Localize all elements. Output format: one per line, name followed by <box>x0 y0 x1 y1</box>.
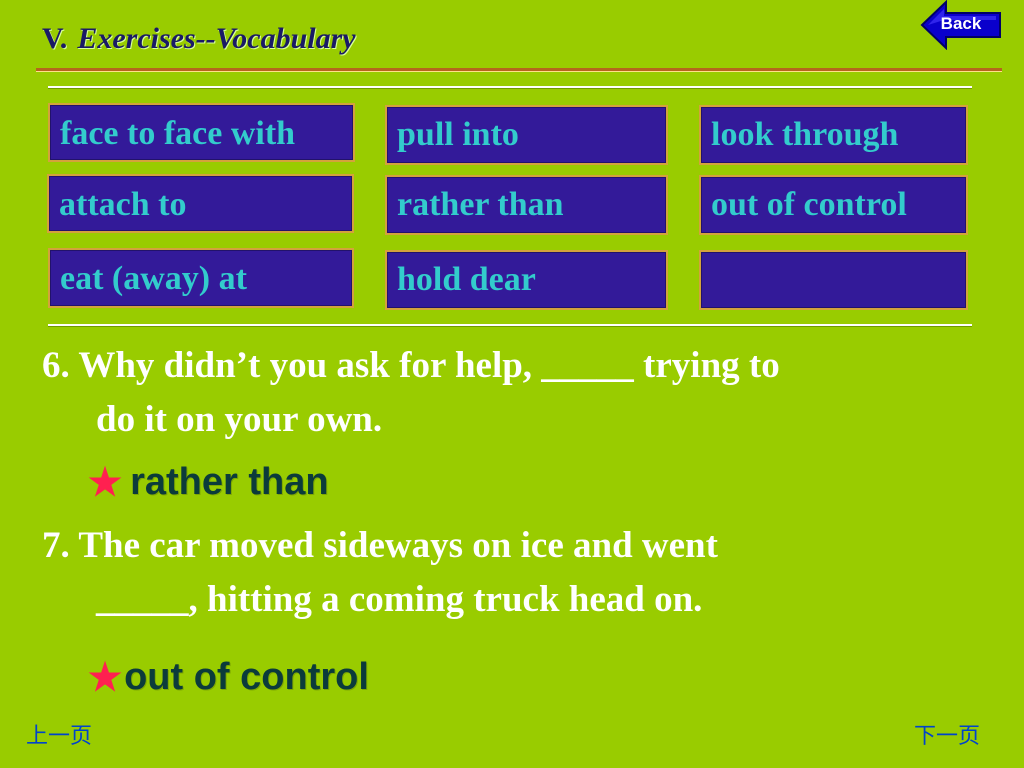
phrase-box[interactable]: pull into <box>385 105 668 165</box>
answer-6: ★ rather than <box>88 460 329 505</box>
phrase-box[interactable]: hold dear <box>385 250 668 310</box>
back-arrow-icon[interactable] <box>920 0 1004 50</box>
question-6-line-2: do it on your own. <box>96 399 383 440</box>
next-page-link[interactable]: 下一页 <box>914 724 981 749</box>
back-button[interactable]: Back <box>940 14 982 33</box>
star-icon: ★ <box>88 462 123 504</box>
phrase-box[interactable]: face to face with <box>48 103 355 162</box>
question-7-line-2: _____, hitting a coming truck head on. <box>96 579 703 620</box>
question-6-line-1: 6. Why didn’t you ask for help, _____ tr… <box>42 345 780 386</box>
header-divider <box>36 68 1002 72</box>
phrase-box[interactable]: look through <box>699 105 968 165</box>
section-title: Exercises--Vocabulary <box>77 22 356 55</box>
phrase-box[interactable]: rather than <box>385 175 668 235</box>
phrase-box[interactable]: out of control <box>699 175 968 235</box>
answer-7-text: out of control <box>124 656 369 698</box>
star-icon: ★ <box>88 657 123 699</box>
question-6: 6. Why didn’t you ask for help, _____ tr… <box>42 339 1002 447</box>
slide-title: V. Exercises--Vocabulary <box>42 22 356 56</box>
answer-6-text: rather than <box>130 461 329 503</box>
word-bank-top-line <box>48 86 972 89</box>
word-bank-bottom-line <box>48 324 972 327</box>
phrase-box[interactable]: attach to <box>47 174 354 233</box>
answer-7: ★ out of control <box>88 655 369 700</box>
prev-page-link[interactable]: 上一页 <box>26 724 93 749</box>
question-7: 7. The car moved sideways on ice and wen… <box>42 519 1002 627</box>
phrase-box[interactable]: eat (away) at <box>48 248 354 308</box>
section-number: V. <box>42 22 68 55</box>
phrase-box-empty[interactable] <box>699 250 968 310</box>
question-7-line-1: 7. The car moved sideways on ice and wen… <box>42 525 718 566</box>
